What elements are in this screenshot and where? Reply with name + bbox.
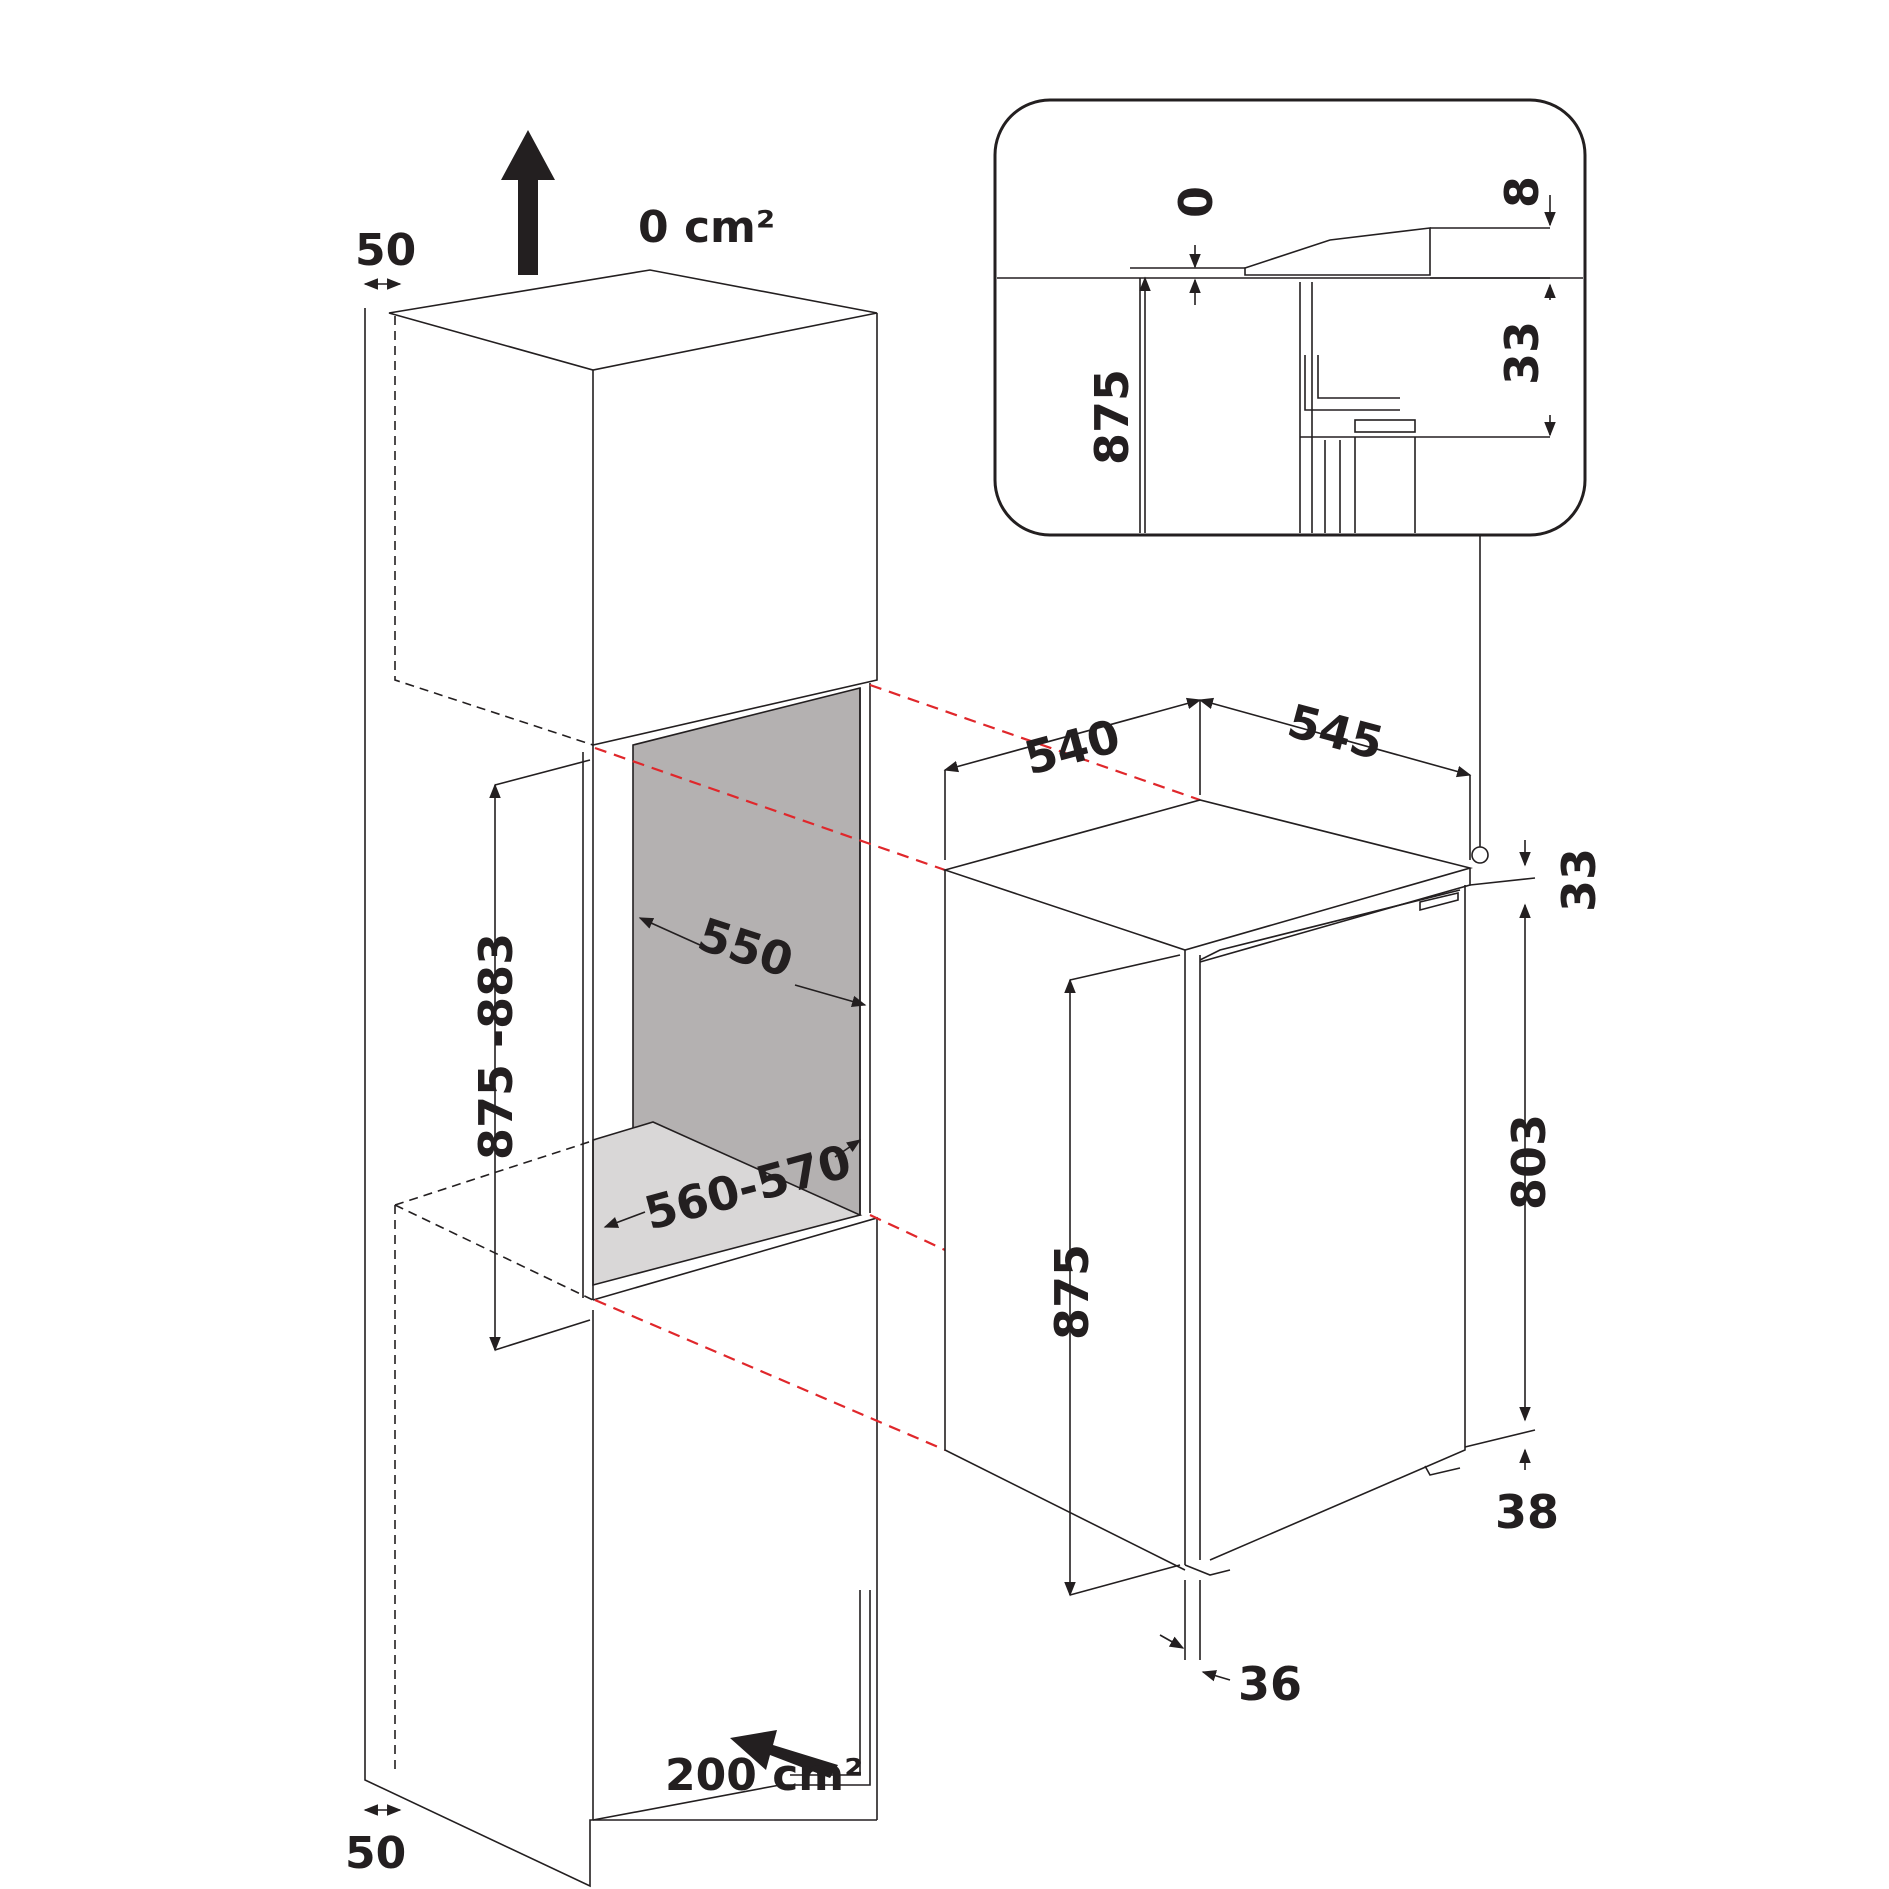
appliance-dimensions: [943, 535, 1536, 1682]
label-vent-bottom: 200 cm²: [665, 1750, 863, 1801]
label-appliance-height: 875: [1045, 1244, 1099, 1340]
airflow-in-arrow-icon: [730, 1730, 838, 1778]
appliance-drawing: [942, 799, 1474, 1576]
airflow-up-arrow-icon: [501, 130, 555, 275]
label-door-offset: 36: [1238, 1657, 1302, 1711]
cabinet-dimensions: [363, 278, 867, 1816]
appliance-top-face: [942, 799, 1474, 951]
detail-inset: [993, 98, 1587, 537]
label-niche-height: 875 -883: [469, 933, 523, 1160]
label-bottom-clearance: 50: [345, 1828, 406, 1879]
label-appliance-width: 540: [1019, 709, 1126, 786]
alignment-lines: [594, 683, 1201, 1452]
label-top-gap: 33: [1552, 848, 1606, 912]
cabinet-top-face: [388, 269, 878, 371]
cabinet-drawing: [364, 269, 878, 1888]
label-door-height: 803: [1502, 1114, 1556, 1210]
label-appliance-depth: 545: [1282, 693, 1389, 770]
label-detail-gap-33: 33: [1495, 321, 1549, 385]
label-detail-height: 875: [1085, 369, 1139, 465]
label-detail-gap-8: 8: [1495, 176, 1549, 208]
label-detail-gap-zero: 0: [1169, 186, 1223, 218]
label-vent-top: 0 cm²: [638, 202, 775, 253]
label-bottom-gap: 38: [1495, 1485, 1559, 1539]
label-top-clearance: 50: [355, 225, 416, 276]
